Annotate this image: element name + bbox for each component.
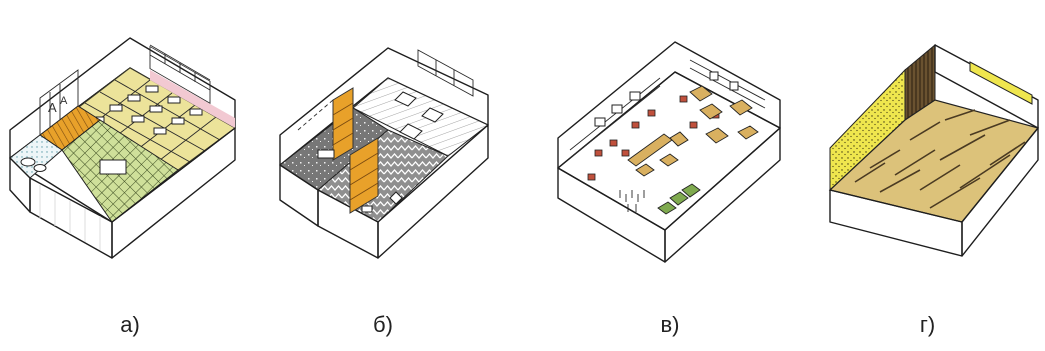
isometric-room-sketch-v	[557, 41, 781, 263]
isometric-room-sketch-a: A A	[9, 37, 236, 259]
svg-text:A: A	[48, 100, 57, 115]
caption-a: а)	[120, 312, 140, 337]
panel-a: A A а)	[0, 0, 260, 351]
caption-b: б)	[373, 312, 393, 337]
panel-v: в)	[540, 0, 800, 351]
isometric-room-sketch-g	[828, 43, 1040, 257]
caption-v: в)	[660, 312, 680, 337]
panel-g: г)	[810, 0, 1045, 351]
isometric-room-sketch-b	[279, 47, 489, 259]
svg-text:A: A	[60, 95, 68, 107]
caption-g: г)	[919, 312, 936, 337]
panel-b: б)	[258, 0, 508, 351]
